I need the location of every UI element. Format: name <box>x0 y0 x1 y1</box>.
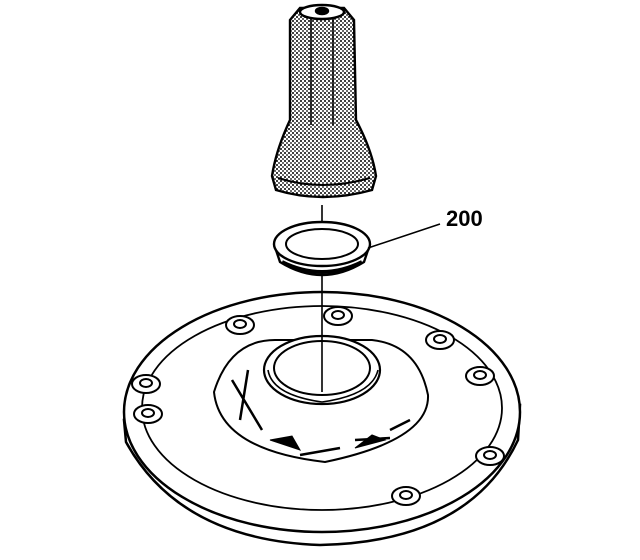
callout-leader-line <box>367 223 441 249</box>
installer-tool <box>270 3 378 199</box>
callout-label-200: 200 <box>446 206 483 231</box>
seal-ring <box>272 220 372 277</box>
